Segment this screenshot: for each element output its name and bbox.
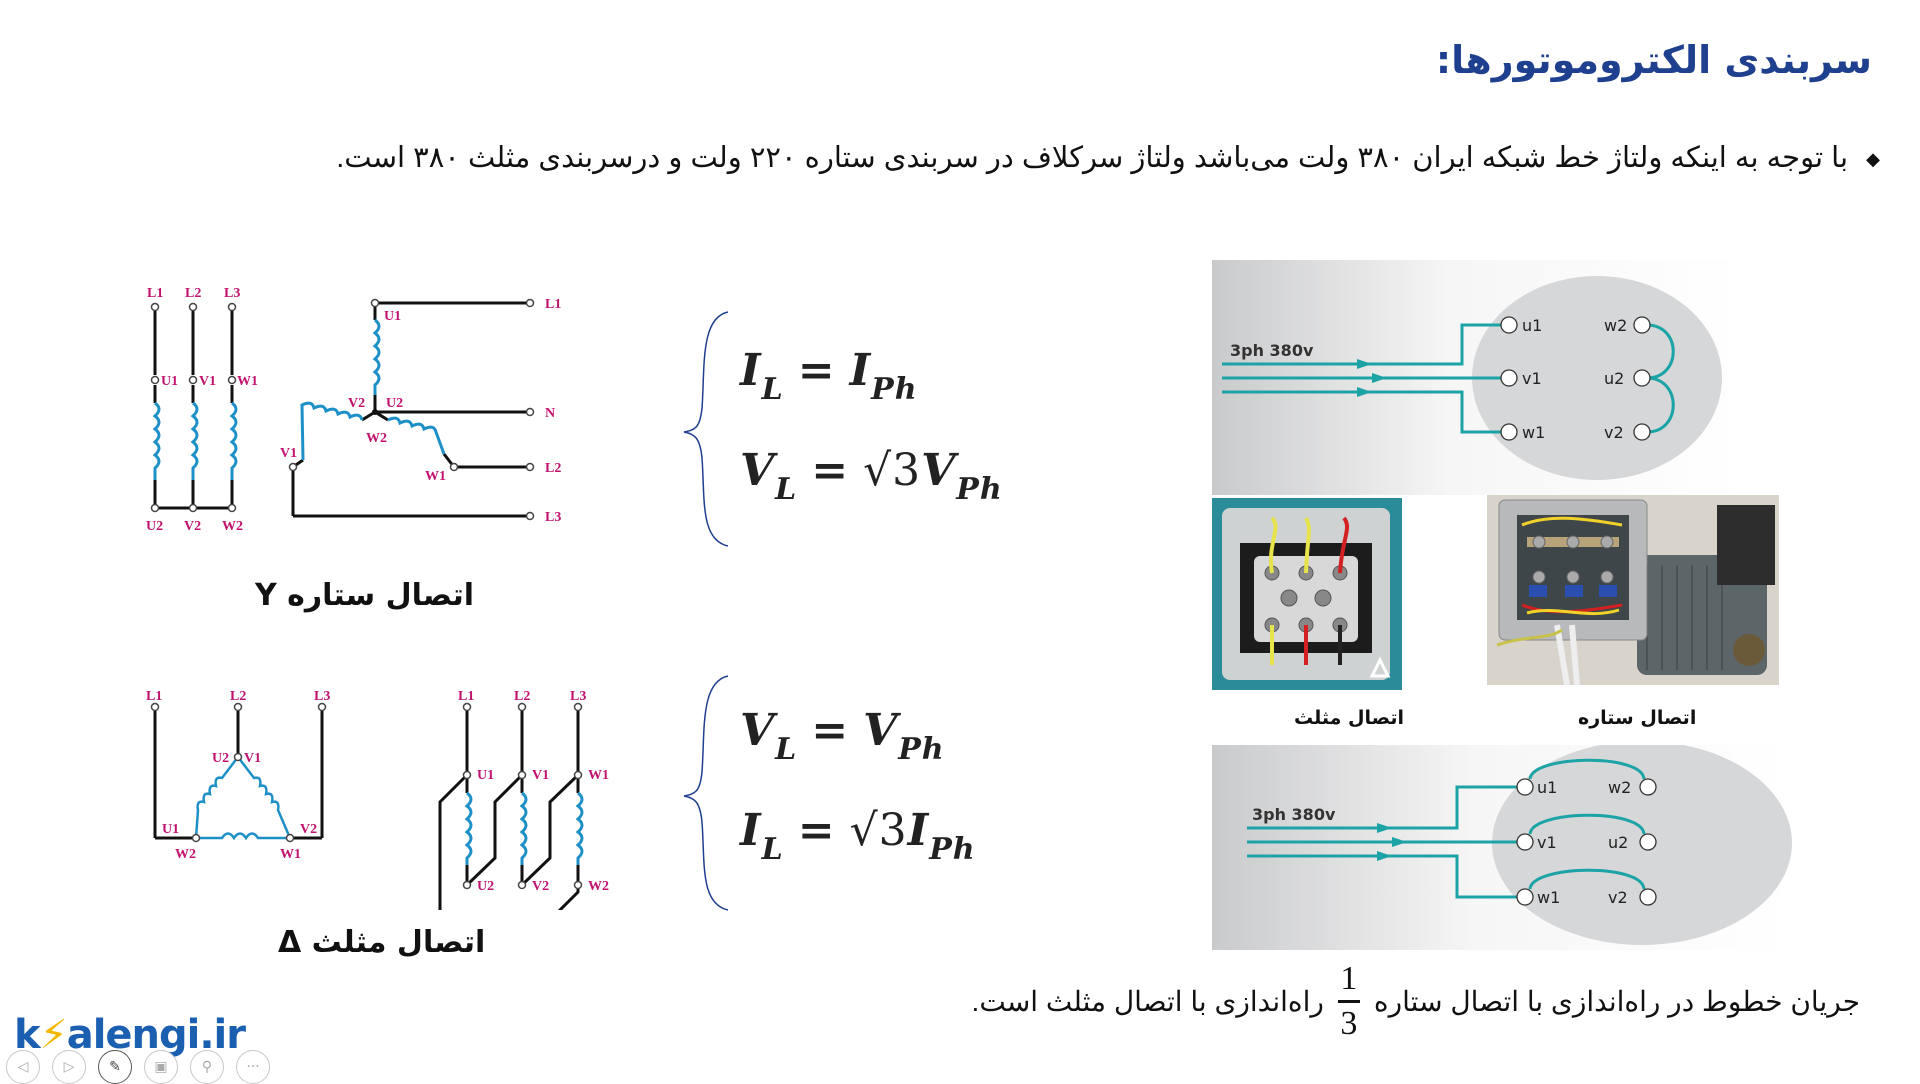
footer-note-part1: جریان خطوط در راه‌اندازی با اتصال ستاره bbox=[1373, 986, 1860, 1017]
svg-text:U1: U1 bbox=[384, 309, 401, 324]
svg-text:v1: v1 bbox=[1537, 833, 1557, 852]
svg-text:U1: U1 bbox=[477, 768, 494, 783]
svg-text:W1: W1 bbox=[425, 469, 446, 484]
bullet-icon: ◆ bbox=[1866, 148, 1880, 169]
svg-text:V2: V2 bbox=[532, 879, 549, 894]
svg-text:L2: L2 bbox=[230, 690, 246, 704]
svg-text:V2: V2 bbox=[300, 822, 317, 837]
sqrt3-icon: √3 bbox=[849, 805, 908, 856]
svg-text:L3: L3 bbox=[314, 690, 330, 704]
delta-photo-caption: اتصال مثلث bbox=[1294, 707, 1404, 729]
star-photo-caption: اتصال ستاره bbox=[1578, 707, 1697, 729]
svg-text:u1: u1 bbox=[1522, 316, 1542, 335]
star-connection-photo bbox=[1487, 495, 1779, 685]
svg-text:u2: u2 bbox=[1604, 369, 1624, 388]
footer-note-part2: راه‌اندازی با اتصال مثلث است. bbox=[971, 986, 1324, 1017]
svg-text:V2: V2 bbox=[348, 396, 365, 411]
svg-text:W2: W2 bbox=[366, 431, 387, 446]
svg-text:v2: v2 bbox=[1604, 423, 1624, 442]
svg-text:L3: L3 bbox=[545, 510, 561, 525]
star-y-diagram: U1 V2 U2 W2 V1 W1 L1 N L2 L3 bbox=[280, 297, 561, 525]
svg-text:W2: W2 bbox=[175, 847, 196, 862]
svg-text:L1: L1 bbox=[147, 286, 163, 301]
svg-text:U1: U1 bbox=[162, 822, 179, 837]
star-formula-voltage: VL=√3VPh bbox=[740, 445, 1003, 507]
svg-text:L3: L3 bbox=[570, 690, 586, 704]
intro-text: با توجه به اینکه ولتاژ خط شبکه ایران ۳۸۰… bbox=[336, 142, 1849, 174]
svg-text:W1: W1 bbox=[280, 847, 301, 862]
more-button[interactable]: ··· bbox=[236, 1050, 270, 1084]
star-caption: اتصال ستاره Y bbox=[255, 578, 475, 613]
svg-text:v2: v2 bbox=[1608, 888, 1628, 907]
svg-text:L1: L1 bbox=[146, 690, 162, 704]
svg-text:L1: L1 bbox=[545, 297, 561, 312]
svg-text:L2: L2 bbox=[185, 286, 201, 301]
star-brace-icon bbox=[683, 311, 729, 547]
delta-caption: اتصال مثلث Δ bbox=[278, 925, 486, 960]
delta-brace-icon bbox=[683, 675, 729, 911]
svg-text:W1: W1 bbox=[237, 374, 258, 389]
svg-text:L1: L1 bbox=[458, 690, 474, 704]
svg-text:W2: W2 bbox=[222, 519, 243, 534]
svg-text:U2: U2 bbox=[146, 519, 163, 534]
sqrt3-icon: √3 bbox=[863, 445, 922, 496]
triangle-right-icon: ▷ bbox=[63, 1059, 75, 1075]
previous-button[interactable]: ◁ bbox=[6, 1050, 40, 1084]
delta-terminal-box-diagram: 3ph 380v u1 v1 w1 w2 u2 v2 bbox=[1212, 745, 1792, 950]
svg-text:W2: W2 bbox=[588, 879, 609, 894]
delta-connection-photo bbox=[1212, 498, 1402, 690]
more-dots-icon: ··· bbox=[246, 1059, 260, 1075]
svg-text:N: N bbox=[545, 406, 555, 421]
svg-text:3ph 380v: 3ph 380v bbox=[1252, 805, 1336, 824]
svg-text:U1: U1 bbox=[161, 374, 178, 389]
svg-text:u2: u2 bbox=[1608, 833, 1628, 852]
delta-formula-voltage: VL=VPh bbox=[740, 705, 945, 767]
delta-formula-current: IL=√3IPh bbox=[740, 805, 976, 867]
slides-button[interactable]: ▣ bbox=[144, 1050, 178, 1084]
svg-text:w2: w2 bbox=[1608, 778, 1631, 797]
pen-button[interactable]: ✎ bbox=[98, 1050, 132, 1084]
svg-text:L2: L2 bbox=[514, 690, 530, 704]
star-winding-diagram: L1 L2 L3 U1 V1 W1 U2 V2 W2 bbox=[146, 286, 258, 534]
svg-text:V1: V1 bbox=[532, 768, 549, 783]
svg-text:w1: w1 bbox=[1522, 423, 1545, 442]
triangle-left-icon: ◁ bbox=[17, 1059, 29, 1075]
svg-text:L3: L3 bbox=[224, 286, 240, 301]
intro-paragraph: ◆ با توجه به اینکه ولتاژ خط شبکه ایران ۳… bbox=[336, 140, 1880, 175]
svg-text:V1: V1 bbox=[244, 751, 261, 766]
player-controls: ◁ ▷ ✎ ▣ ⚲ ··· bbox=[6, 1050, 270, 1084]
svg-text:L2: L2 bbox=[545, 461, 561, 476]
zoom-button[interactable]: ⚲ bbox=[190, 1050, 224, 1084]
footer-note: جریان خطوط در راه‌اندازی با اتصال ستاره … bbox=[972, 962, 1860, 1041]
svg-text:w2: w2 bbox=[1604, 316, 1627, 335]
star-formula-current: IL=IPh bbox=[740, 345, 918, 407]
svg-text:u1: u1 bbox=[1537, 778, 1557, 797]
svg-text:W1: W1 bbox=[588, 768, 609, 783]
svg-text:U2: U2 bbox=[477, 879, 494, 894]
delta-triangle-diagram: L1 L2 L3 U2 V1 U1 W2 V2 W1 bbox=[146, 690, 330, 862]
slide-title: سربندی الکتروموتورها: bbox=[1435, 38, 1872, 82]
svg-text:V1: V1 bbox=[280, 446, 297, 461]
svg-text:w1: w1 bbox=[1537, 888, 1560, 907]
svg-text:U2: U2 bbox=[212, 751, 229, 766]
delta-winding-diagram: L1 L2 L3 U1 V1 W1 U2 V2 W2 bbox=[438, 690, 609, 910]
svg-text:V2: V2 bbox=[184, 519, 201, 534]
star-terminal-box-diagram: 3ph 380v u1 v1 w1 w2 u2 v2 bbox=[1212, 260, 1742, 495]
svg-text:3ph 380v: 3ph 380v bbox=[1230, 341, 1314, 360]
svg-text:U2: U2 bbox=[386, 396, 403, 411]
svg-text:V1: V1 bbox=[199, 374, 216, 389]
fraction-one-third: 1 3 bbox=[1337, 962, 1360, 1041]
next-button[interactable]: ▷ bbox=[52, 1050, 86, 1084]
magnifier-icon: ⚲ bbox=[201, 1059, 213, 1075]
svg-text:v1: v1 bbox=[1522, 369, 1542, 388]
pen-icon: ✎ bbox=[109, 1059, 121, 1075]
slides-grid-icon: ▣ bbox=[154, 1059, 168, 1075]
